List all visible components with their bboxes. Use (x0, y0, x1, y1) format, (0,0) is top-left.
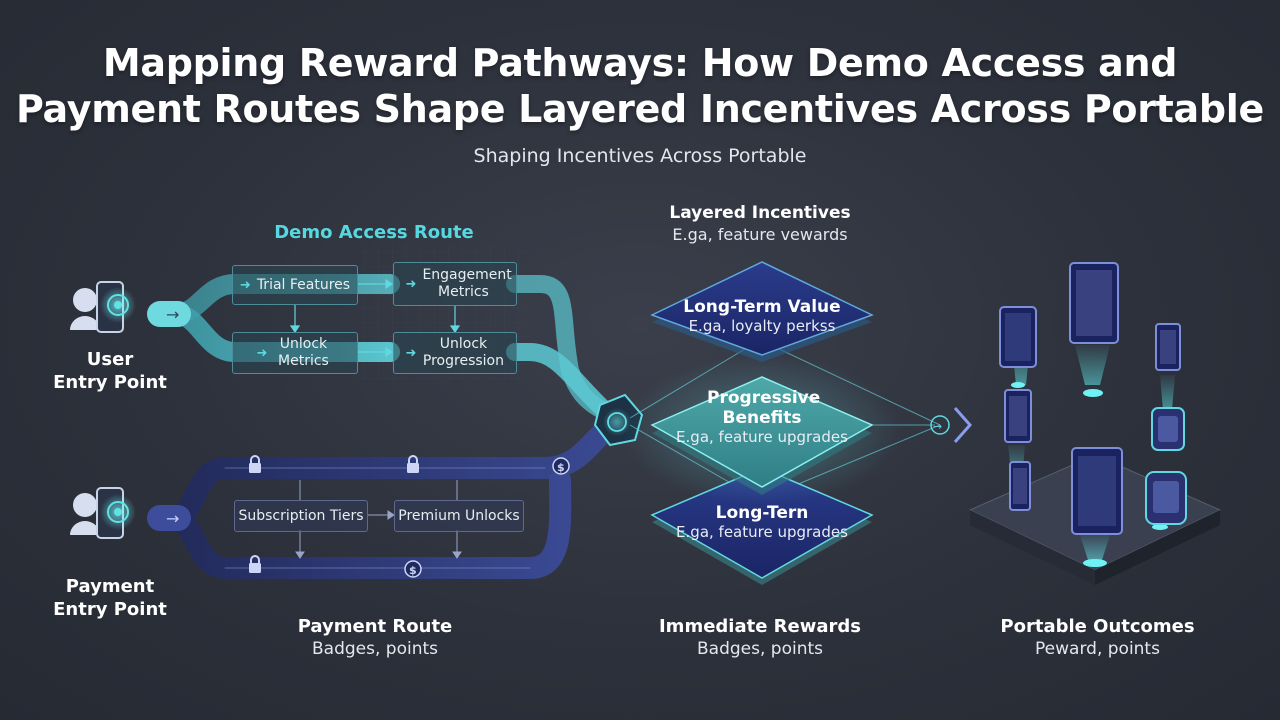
engagement-metrics-box: ➜ Engagement Metrics (393, 262, 517, 306)
watch-icon (1145, 471, 1187, 525)
watch-icon (1151, 407, 1185, 451)
diamond-bottom-label: Long-Tern E.ga, feature upgrades (662, 503, 862, 541)
payment-entry-line-1: Payment (65, 576, 155, 597)
payment-entry-icon (70, 487, 136, 539)
dollar-icon: $ (552, 457, 570, 475)
tablet-icon (1069, 262, 1119, 344)
payment-route-pipes (147, 414, 623, 579)
portable-devices-illustration (968, 262, 1222, 585)
tablet-icon (1071, 447, 1123, 535)
layered-incentives-header: Layered Incentives E.ga, feature vewards (630, 203, 890, 244)
user-entry-line-2: Entry Point (53, 372, 167, 393)
premium-unlocks-box: Premium Unlocks (394, 500, 524, 532)
immediate-rewards-caption: Immediate Rewards Badges, points (650, 616, 870, 659)
portable-outcomes-sub: Peward, points (1035, 639, 1160, 659)
payment-entry-label: Payment Entry Point (40, 575, 180, 621)
immediate-rewards-sub: Badges, points (697, 639, 823, 659)
demo-entry-arrow-icon: → (166, 305, 179, 324)
svg-text:→: → (933, 420, 942, 433)
demo-inner-arrows (289, 278, 461, 358)
diamond-middle-title: Progressive Benefits (707, 388, 821, 428)
payment-lock-icons (249, 455, 419, 573)
svg-text:$: $ (409, 564, 417, 577)
diamond-top-title: Long-Term Value (683, 297, 841, 317)
trial-features-box: ➜ Trial Features (232, 265, 358, 305)
payment-route-caption: Payment Route Badges, points (270, 616, 480, 659)
demo-route-heading: Demo Access Route (274, 222, 474, 243)
portable-outcomes-title: Portable Outcomes (1000, 616, 1195, 637)
immediate-rewards-title: Immediate Rewards (658, 616, 862, 637)
subscription-tiers-box: Subscription Tiers (234, 500, 368, 532)
diamond-middle (622, 355, 902, 505)
user-entry-icon (70, 281, 136, 333)
svg-text:$: $ (557, 461, 565, 474)
diamond-top-label: Long-Term Value E.ga, loyalty perkss (662, 297, 862, 335)
arrow-right-icon: ➜ (239, 277, 251, 293)
diamond-top (650, 261, 874, 362)
portable-outcomes-caption: Portable Outcomes Peward, points (985, 616, 1210, 659)
phone-icon (1004, 389, 1032, 443)
payment-inner-arrows (295, 480, 462, 559)
unlock-metrics-label: Unlock Metrics (278, 336, 329, 369)
engagement-metrics-label: Engagement Metrics (422, 267, 512, 300)
payment-entry-line-2: Entry Point (53, 599, 167, 620)
phone-icon (1155, 323, 1181, 371)
payment-route-caption-sub: Badges, points (312, 639, 438, 659)
page-title-line-2: Payment Routes Shape Layered Incentives … (16, 87, 1264, 131)
payment-route-caption-title: Payment Route (297, 616, 453, 637)
layered-incentives-title: Layered Incentives (669, 203, 851, 223)
phone-icon (1009, 461, 1031, 511)
diamond-bottom-title: Long-Tern (715, 503, 809, 523)
lock-icon (249, 555, 261, 573)
diamond-top-sub: E.ga, loyalty perkss (688, 317, 836, 335)
page-title-line-1: Mapping Reward Pathways: How Demo Access… (102, 41, 1178, 85)
diamond-bottom-sub: E.ga, feature upgrades (676, 523, 848, 541)
outcome-arrow-icon: → (930, 407, 973, 443)
dollar-icon: $ (404, 560, 422, 578)
unlock-metrics-box: ➜ Unlock Metrics (232, 332, 358, 374)
arrow-right-icon: ➜ (405, 276, 417, 292)
lock-icon (407, 455, 419, 473)
diamond-middle-sub: E.ga, feature upgrades (676, 428, 848, 446)
trial-features-label: Trial Features (256, 276, 351, 293)
user-entry-line-1: User (86, 349, 134, 370)
payment-entry-arrow-icon: → (166, 509, 179, 528)
unlock-progression-label: Unlock Progression (422, 336, 504, 369)
page-subtitle: Shaping Incentives Across Portable (473, 145, 807, 167)
layered-incentives-sub: E.ga, feature vewards (672, 225, 848, 244)
diamond-middle-label: Progressive Benefits E.ga, feature upgra… (662, 388, 862, 446)
unlock-progression-box: ➜ Unlock Progression (393, 332, 517, 374)
arrow-right-icon: ➜ (256, 345, 268, 361)
tablet-icon (999, 306, 1037, 368)
user-entry-label: User Entry Point (40, 348, 180, 394)
arrow-right-icon: ➜ (405, 345, 417, 361)
lock-icon (249, 455, 261, 473)
